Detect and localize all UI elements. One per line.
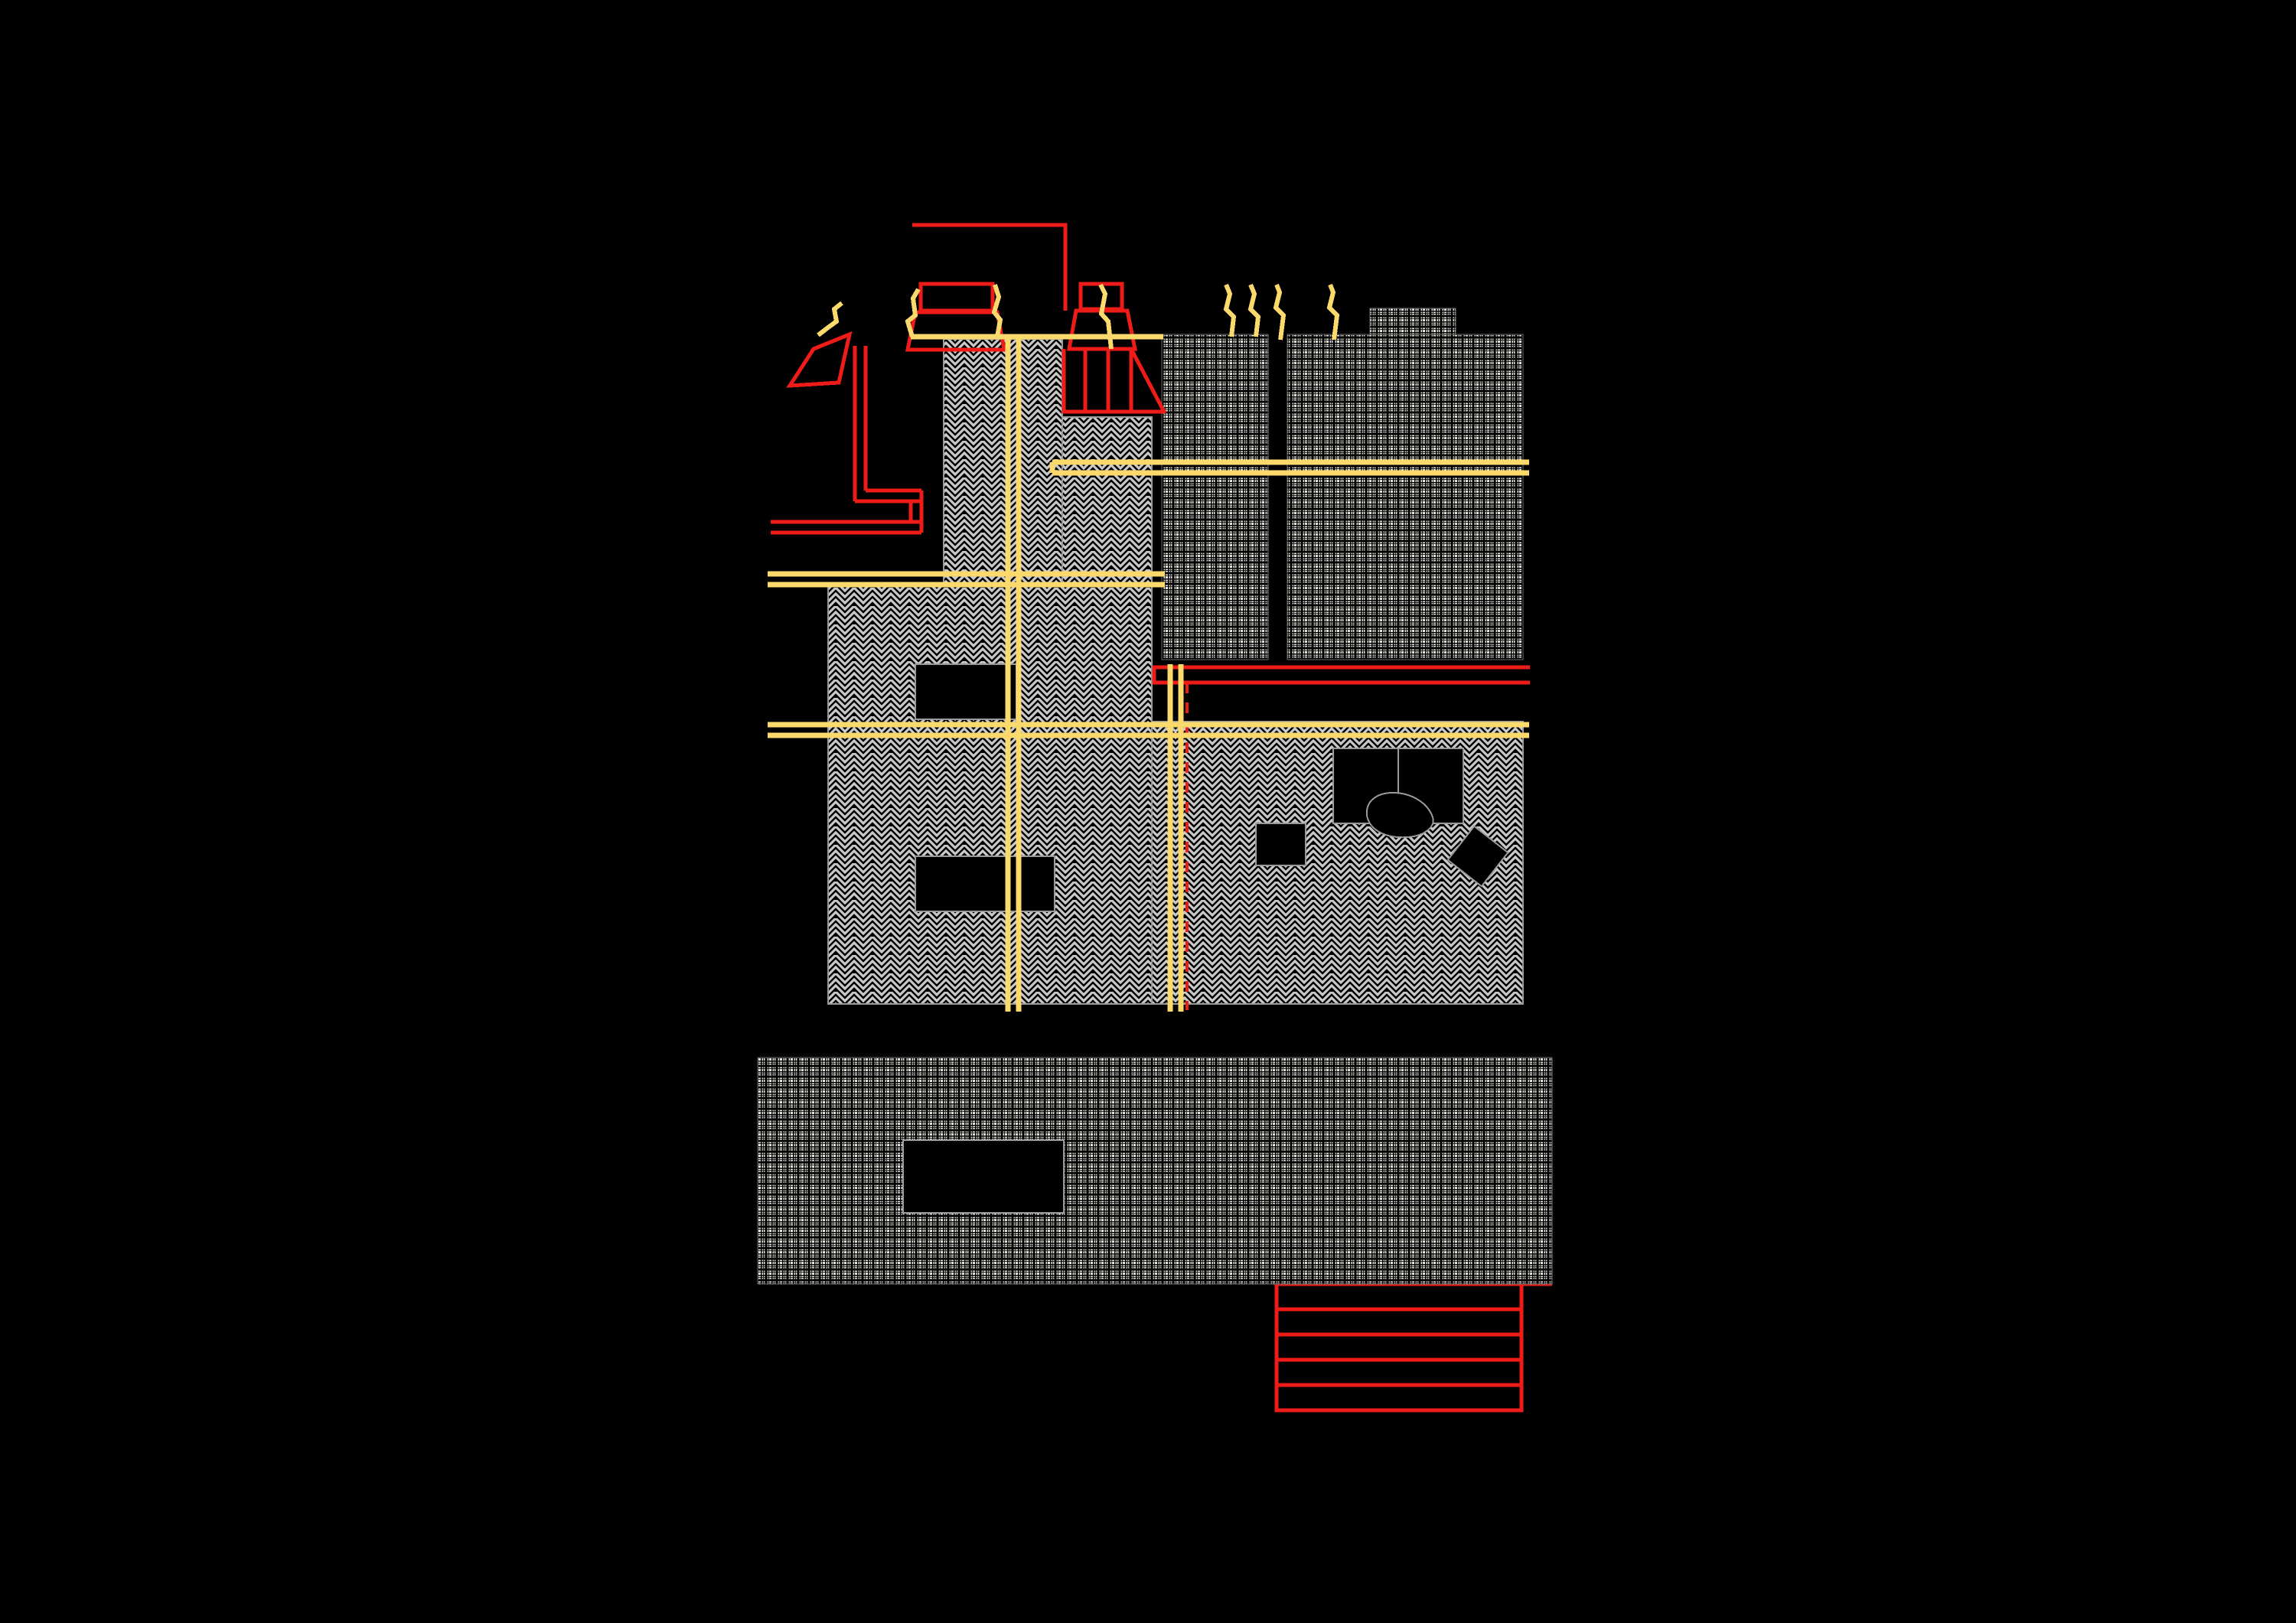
furniture-nightstand[interactable] — [1255, 823, 1306, 866]
yellow-leader-4 — [1098, 283, 1114, 350]
yellow-geometry-group — [768, 283, 1529, 1012]
furniture-side-table-rotated[interactable] — [1446, 825, 1509, 888]
cutout-window-upper — [915, 663, 1017, 720]
lower-cutout — [902, 1139, 1065, 1214]
grid-block-left — [1161, 334, 1269, 660]
stair-tread-5[interactable] — [1274, 1383, 1524, 1413]
lower-plan-group — [757, 1057, 1553, 1285]
yellow-leader-2 — [905, 288, 921, 337]
herringbone-main-left-field — [827, 583, 1153, 1005]
yellow-leader-5 — [1223, 283, 1237, 337]
grid-block-right — [1287, 334, 1524, 660]
red-ramp-diagonal — [1129, 347, 1167, 415]
herringbone-tower-left — [943, 338, 1063, 585]
grid-block-right-cap — [1369, 308, 1456, 337]
yellow-leader-7 — [1273, 283, 1287, 341]
lower-grid-slab — [757, 1057, 1553, 1285]
yellow-leader-8 — [1326, 283, 1340, 341]
yellow-leader-3 — [991, 284, 1003, 337]
cutout-window-lower — [915, 855, 1055, 912]
furniture-group — [1255, 748, 1509, 888]
red-upper-frame — [912, 223, 1068, 311]
yellow-leader-1 — [817, 301, 843, 337]
furniture-rug-blob[interactable] — [1365, 791, 1434, 839]
red-fixture-parallelogram[interactable] — [786, 331, 853, 388]
yellow-leader-6 — [1247, 283, 1261, 337]
herringbone-tower-right-step — [1062, 416, 1153, 585]
grid-block-group — [1161, 308, 1524, 660]
